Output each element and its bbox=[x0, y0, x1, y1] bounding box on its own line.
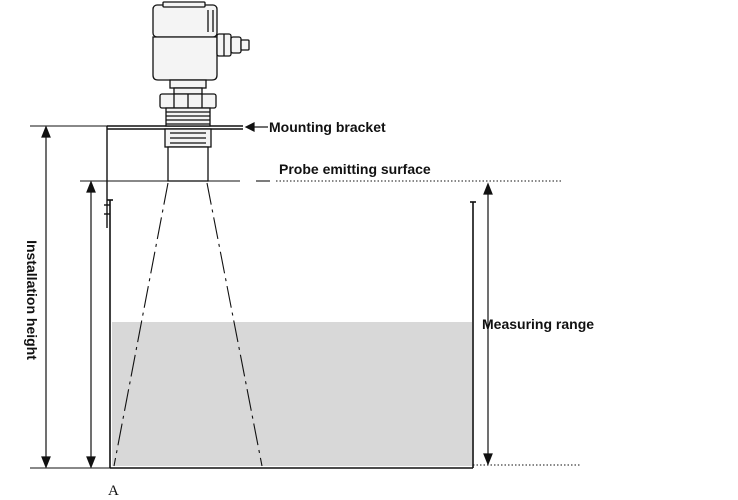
corner-marker-label: A bbox=[108, 483, 119, 499]
mounting-bracket-pointer bbox=[244, 122, 268, 132]
tank bbox=[107, 199, 476, 469]
liquid-level bbox=[112, 322, 472, 466]
measuring-range-label: Measuring range bbox=[482, 316, 594, 332]
measuring-range-arrow bbox=[483, 182, 493, 466]
blind-zone-arrow bbox=[86, 180, 96, 469]
installation-height-arrow bbox=[41, 125, 51, 469]
sound-beam-cone bbox=[113, 182, 263, 467]
installation-height-label: Installation height bbox=[24, 240, 40, 360]
probe-emitting-surface-label: Probe emitting surface bbox=[279, 161, 431, 177]
mounting-bracket-label: Mounting bracket bbox=[269, 119, 386, 135]
sensor-housing bbox=[152, 1, 250, 182]
